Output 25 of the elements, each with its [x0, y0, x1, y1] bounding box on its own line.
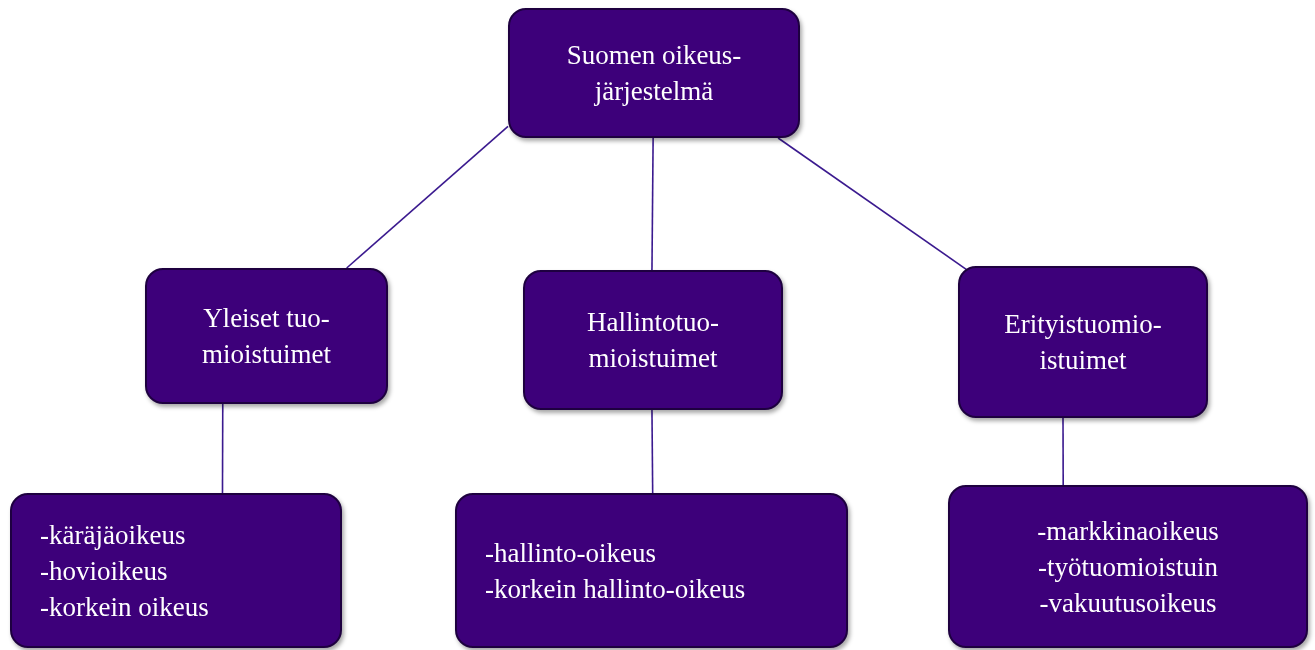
rounded-box	[145, 268, 388, 404]
connector-line	[221, 403, 224, 494]
connector-line	[651, 137, 654, 271]
box-text: -korkein oikeus	[40, 590, 209, 624]
box-text: -markkinaoikeus	[1037, 514, 1219, 548]
rounded-box	[948, 485, 1308, 648]
rounded-box	[508, 8, 800, 138]
connector-line	[345, 125, 509, 269]
box-text: -korkein hallinto-oikeus	[485, 572, 746, 606]
box-text: -käräjäoikeus	[40, 518, 186, 552]
box-text: Yleiset tuo- mioistuimet	[201, 302, 332, 371]
box-text: -vakuutusoikeus	[1039, 586, 1217, 620]
rounded-box	[10, 493, 342, 648]
box-text: -työtuomioistuin	[1038, 550, 1218, 584]
rounded-box	[958, 266, 1208, 418]
box-text: -hovioikeus	[40, 554, 168, 588]
rounded-box	[523, 270, 783, 410]
box-text: Hallintotuo- mioistuimet	[586, 306, 720, 375]
box-text: Erityistuomio- istuimet	[1003, 308, 1163, 377]
rounded-box	[455, 493, 848, 648]
box-text: Suomen oikeus- järjestelmä	[565, 39, 743, 108]
connector-line	[1062, 417, 1064, 486]
connector-line	[651, 409, 654, 494]
connector-line	[777, 137, 969, 272]
box-text: -hallinto-oikeus	[485, 536, 656, 570]
